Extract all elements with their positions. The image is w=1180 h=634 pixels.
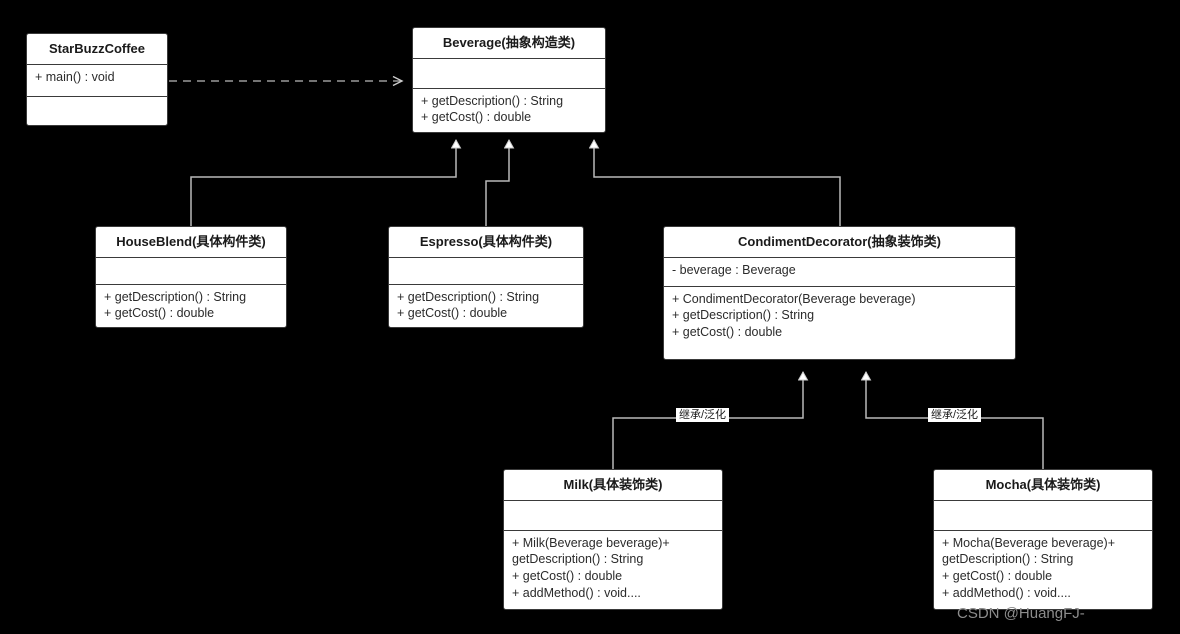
class-box-beverage[interactable]: Beverage(抽象构造类) + getDescription() : Str… <box>412 27 606 133</box>
class-title-condimentdecorator: CondimentDecorator(抽象装饰类) <box>664 227 1015 258</box>
operation-row: + CondimentDecorator(Beverage beverage) <box>672 291 916 306</box>
attribute-row: + main() : void <box>35 69 115 84</box>
class-title-milk: Milk(具体装饰类) <box>504 470 722 501</box>
class-title-starbuzzcoffee: StarBuzzCoffee <box>27 34 167 65</box>
class-operations-beverage: + getDescription() : String + getCost() … <box>413 89 605 132</box>
operation-row: + getDescription() : String <box>672 308 815 323</box>
edge-generalization-espresso-beverage <box>485 140 509 226</box>
edge-label-milk-generalization: 继承/泛化 <box>676 408 730 423</box>
operation-row: + Mocha(Beverage beverage)+ getDescripti… <box>942 535 1119 567</box>
class-operations-milk: + Milk(Beverage beverage)+ getDescriptio… <box>504 531 722 609</box>
class-attributes-beverage <box>413 59 605 89</box>
operation-row: + getCost() : double <box>512 569 623 584</box>
operation-row: + addMethod() : void.... <box>942 586 1071 601</box>
class-operations-condimentdecorator: + CondimentDecorator(Beverage beverage) … <box>664 287 1015 359</box>
operation-row: + getCost() : double <box>397 306 508 321</box>
attribute-row: - beverage : Beverage <box>672 262 796 277</box>
operation-row: + getDescription() : String <box>421 93 564 108</box>
class-title-houseblend: HouseBlend(具体构件类) <box>96 227 286 258</box>
operation-row: + getCost() : double <box>421 110 532 125</box>
class-operations-espresso: + getDescription() : String + getCost() … <box>389 285 583 327</box>
operation-row: + getCost() : double <box>672 325 783 340</box>
edge-label-mocha-generalization: 继承/泛化 <box>928 408 982 423</box>
operation-row: + getCost() : double <box>942 569 1053 584</box>
watermark-text: CSDN @HuangFJ- <box>957 605 1085 622</box>
class-operations-houseblend: + getDescription() : String + getCost() … <box>96 285 286 327</box>
class-attributes-houseblend <box>96 258 286 285</box>
class-box-starbuzzcoffee[interactable]: StarBuzzCoffee + main() : void <box>26 33 168 126</box>
class-attributes-espresso <box>389 258 583 285</box>
edge-generalization-houseblend-beverage <box>190 140 456 226</box>
operation-row: + getDescription() : String <box>104 289 247 304</box>
class-attributes-mocha <box>934 501 1152 531</box>
class-box-condimentdecorator[interactable]: CondimentDecorator(抽象装饰类) - beverage : B… <box>663 226 1016 360</box>
operation-row: + getDescription() : String <box>397 289 540 304</box>
operation-row: + getCost() : double <box>104 306 215 321</box>
class-operations-mocha: + Mocha(Beverage beverage)+ getDescripti… <box>934 531 1152 609</box>
class-title-beverage: Beverage(抽象构造类) <box>413 28 605 59</box>
class-title-mocha: Mocha(具体装饰类) <box>934 470 1152 501</box>
class-attributes-condimentdecorator: - beverage : Beverage <box>664 258 1015 287</box>
operation-row: + addMethod() : void.... <box>512 586 641 601</box>
class-operations-starbuzzcoffee <box>27 97 167 125</box>
class-attributes-starbuzzcoffee: + main() : void <box>27 65 167 97</box>
edge-generalization-condiment-beverage <box>594 140 841 226</box>
class-title-espresso: Espresso(具体构件类) <box>389 227 583 258</box>
operation-row: + Milk(Beverage beverage)+ getDescriptio… <box>512 535 674 567</box>
class-box-espresso[interactable]: Espresso(具体构件类) + getDescription() : Str… <box>388 226 584 328</box>
class-box-milk[interactable]: Milk(具体装饰类) + Milk(Beverage beverage)+ g… <box>503 469 723 610</box>
class-attributes-milk <box>504 501 722 531</box>
class-box-mocha[interactable]: Mocha(具体装饰类) + Mocha(Beverage beverage)+… <box>933 469 1153 610</box>
class-box-houseblend[interactable]: HouseBlend(具体构件类) + getDescription() : S… <box>95 226 287 328</box>
